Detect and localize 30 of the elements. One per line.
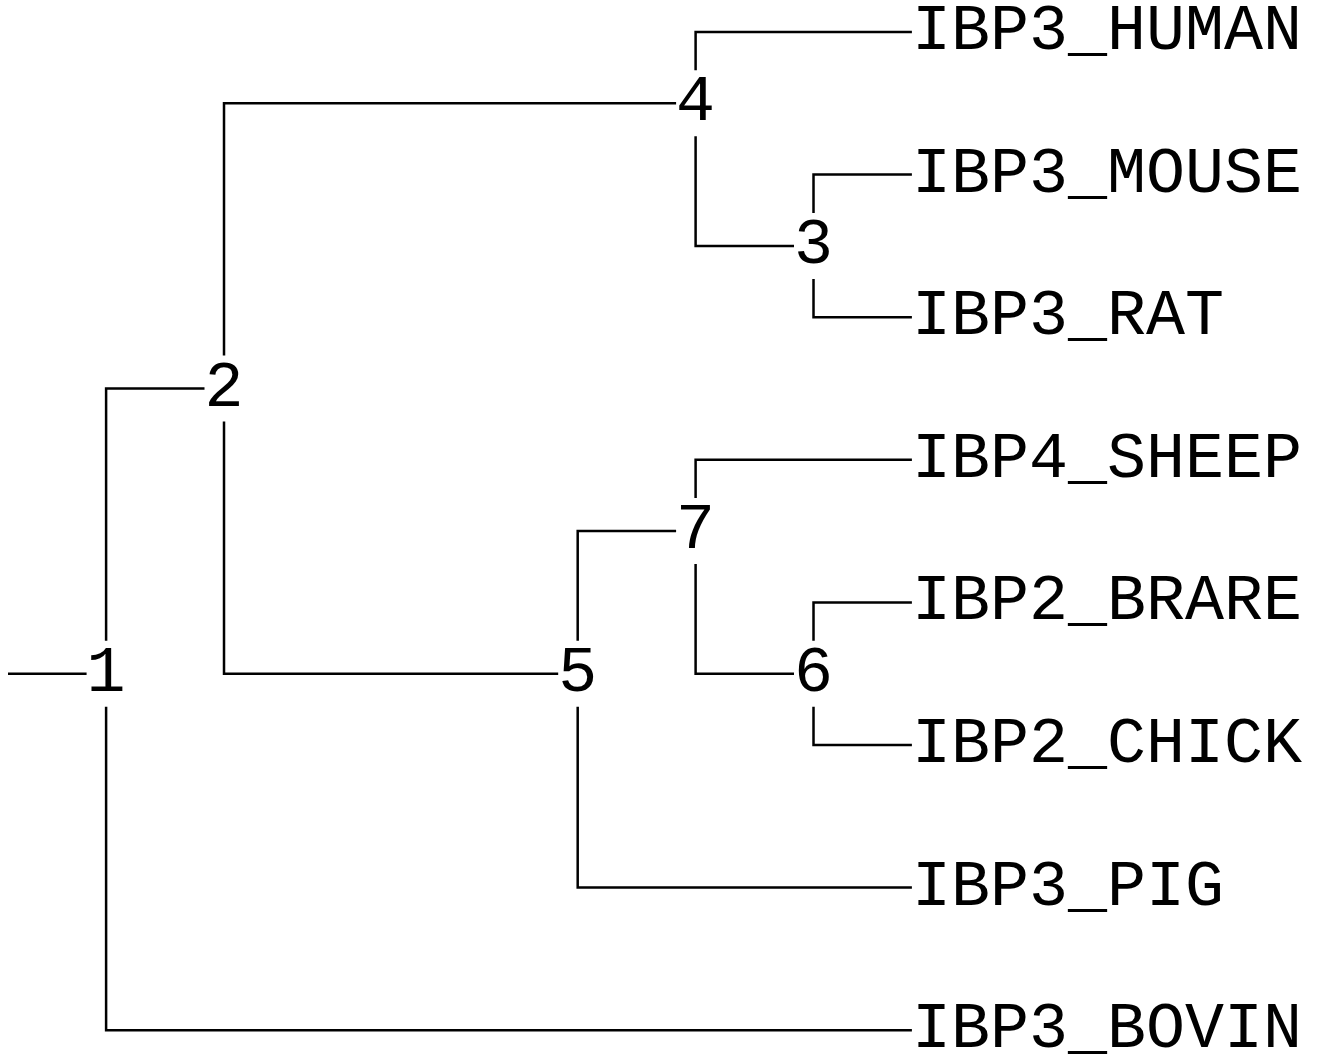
taxon-label: IBP2_CHICK bbox=[911, 712, 1302, 778]
tree-branch bbox=[694, 30, 912, 71]
taxon-label: IBP3_RAT bbox=[911, 284, 1224, 351]
tree-branch bbox=[104, 387, 205, 641]
tree-branch bbox=[694, 564, 794, 675]
tree-branch bbox=[812, 278, 912, 319]
node-number: 5 bbox=[558, 640, 598, 707]
node-number: 1 bbox=[86, 640, 126, 707]
node-number: 2 bbox=[204, 355, 244, 422]
node-number: 3 bbox=[794, 212, 833, 279]
tree-branch bbox=[812, 706, 912, 747]
tree-branch bbox=[576, 529, 677, 641]
tree-branch bbox=[104, 706, 912, 1032]
tree-branch bbox=[694, 458, 912, 499]
tree-branch bbox=[222, 102, 677, 356]
taxon-label: IBP3_HUMAN bbox=[911, 0, 1302, 65]
node-number: 7 bbox=[676, 498, 716, 565]
tree-branch bbox=[576, 706, 912, 889]
tree-branch bbox=[812, 173, 912, 213]
node-number: 4 bbox=[676, 70, 716, 137]
taxon-label: IBP4_SHEEP bbox=[911, 426, 1302, 493]
tree-branch bbox=[222, 421, 559, 675]
node-number: 6 bbox=[794, 640, 833, 707]
tree-branch bbox=[694, 136, 794, 248]
taxon-label: IBP3_MOUSE bbox=[911, 141, 1302, 208]
taxon-label: IBP2_BRARE bbox=[911, 569, 1302, 636]
tree-branch bbox=[8, 672, 87, 675]
taxon-label: IBP3_BOVIN bbox=[911, 997, 1302, 1055]
taxon-label: IBP3_PIG bbox=[911, 854, 1224, 921]
tree-branch bbox=[812, 601, 912, 641]
